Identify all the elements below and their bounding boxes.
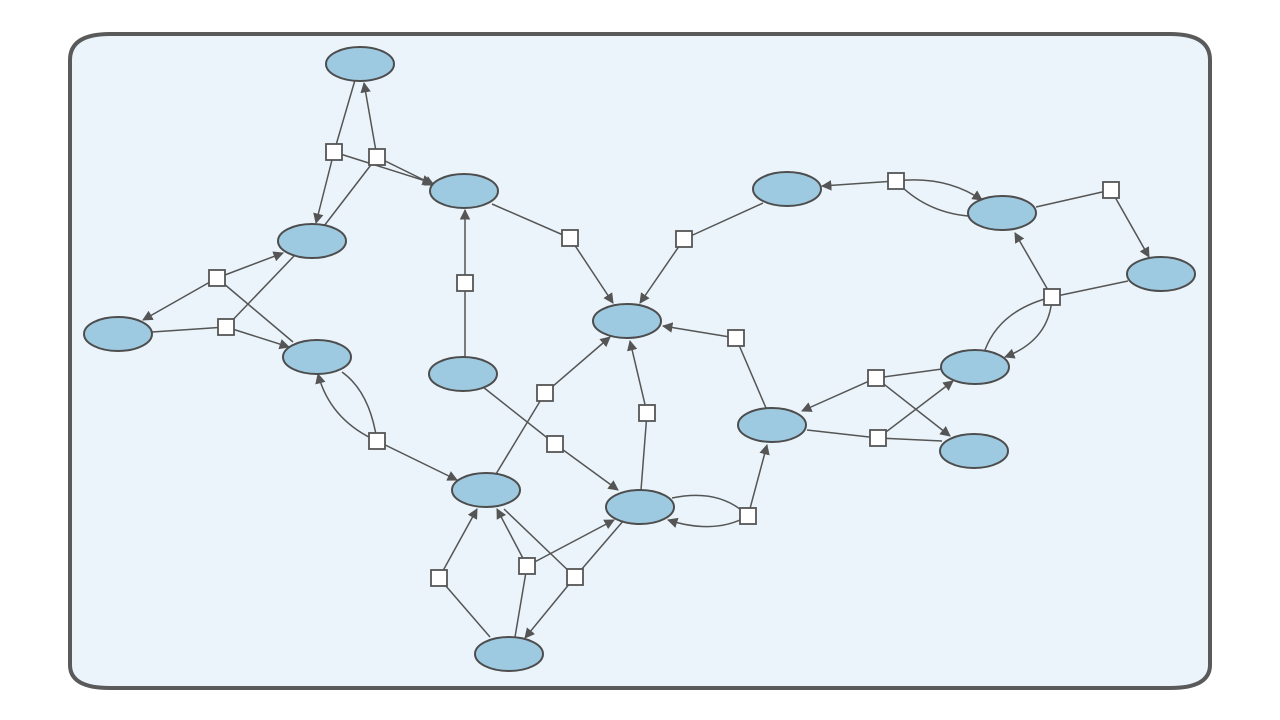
junction-square[interactable] xyxy=(566,568,584,586)
edge xyxy=(627,339,648,414)
edge xyxy=(984,296,1053,351)
edge xyxy=(544,336,611,394)
edge xyxy=(333,151,434,186)
junction-square[interactable] xyxy=(739,507,757,525)
node[interactable] xyxy=(282,339,352,375)
junction-square[interactable] xyxy=(561,229,579,247)
node[interactable] xyxy=(325,46,395,82)
edge xyxy=(895,179,983,201)
edge xyxy=(491,203,571,239)
edge xyxy=(526,519,615,567)
edge xyxy=(875,368,943,379)
edge xyxy=(216,277,294,343)
edge xyxy=(639,238,685,304)
node[interactable] xyxy=(592,303,662,339)
node[interactable] xyxy=(967,195,1037,231)
edge xyxy=(376,440,458,481)
node[interactable] xyxy=(277,223,347,259)
edge xyxy=(569,237,614,304)
junction-layer xyxy=(208,143,1120,587)
edge xyxy=(482,386,556,445)
edge xyxy=(801,377,877,412)
edge xyxy=(554,443,619,491)
node-layer xyxy=(83,46,1196,672)
edge xyxy=(225,255,295,328)
junction-square[interactable] xyxy=(638,404,656,422)
node[interactable] xyxy=(752,171,822,207)
edge xyxy=(496,508,528,567)
edge xyxy=(323,156,378,227)
node[interactable] xyxy=(1126,256,1196,292)
edge xyxy=(735,337,767,409)
junction-square[interactable] xyxy=(1102,181,1120,199)
junction-square[interactable] xyxy=(887,172,905,190)
edge xyxy=(216,251,284,279)
junction-square[interactable] xyxy=(675,230,693,248)
edge xyxy=(376,156,435,186)
edge xyxy=(313,151,335,225)
junction-square[interactable] xyxy=(727,329,745,347)
edge xyxy=(333,79,356,153)
edge-layer xyxy=(142,79,1150,639)
edge xyxy=(877,380,954,439)
junction-square[interactable] xyxy=(217,318,235,336)
junction-square[interactable] xyxy=(368,148,386,166)
junction-square[interactable] xyxy=(869,429,887,447)
node[interactable] xyxy=(939,433,1009,469)
diagram-panel xyxy=(68,32,1212,690)
junction-square[interactable] xyxy=(518,557,536,575)
edge xyxy=(875,377,951,437)
edge xyxy=(438,508,478,579)
edge xyxy=(574,519,625,578)
junction-square[interactable] xyxy=(368,432,386,450)
edge xyxy=(877,437,943,442)
junction-square[interactable] xyxy=(867,369,885,387)
node[interactable] xyxy=(83,316,153,352)
edge xyxy=(683,202,764,240)
edge xyxy=(747,443,770,517)
edge xyxy=(315,372,378,442)
edge xyxy=(524,576,576,639)
edge xyxy=(142,277,218,321)
edge xyxy=(661,322,737,339)
junction-square[interactable] xyxy=(546,435,564,453)
node[interactable] xyxy=(940,349,1010,385)
edge xyxy=(151,326,227,333)
junction-square[interactable] xyxy=(208,269,226,287)
node[interactable] xyxy=(474,636,544,672)
node[interactable] xyxy=(605,489,675,525)
node[interactable] xyxy=(451,472,521,508)
edge xyxy=(503,508,576,578)
edge xyxy=(1035,189,1112,208)
edge xyxy=(640,412,648,491)
edge xyxy=(1014,232,1053,298)
edge xyxy=(225,326,291,350)
edge xyxy=(360,81,378,158)
junction-square[interactable] xyxy=(456,274,474,292)
edge xyxy=(1051,280,1129,298)
edge xyxy=(495,392,546,475)
edge xyxy=(820,180,897,191)
junction-square[interactable] xyxy=(1043,288,1061,306)
edge xyxy=(514,565,528,638)
junction-square[interactable] xyxy=(325,143,343,161)
node[interactable] xyxy=(737,407,807,443)
edge xyxy=(1110,189,1150,258)
junction-square[interactable] xyxy=(536,384,554,402)
edge xyxy=(341,371,378,442)
node[interactable] xyxy=(429,173,499,209)
edge xyxy=(806,429,879,439)
edge xyxy=(438,577,491,638)
node[interactable] xyxy=(428,356,498,392)
junction-square[interactable] xyxy=(430,569,448,587)
